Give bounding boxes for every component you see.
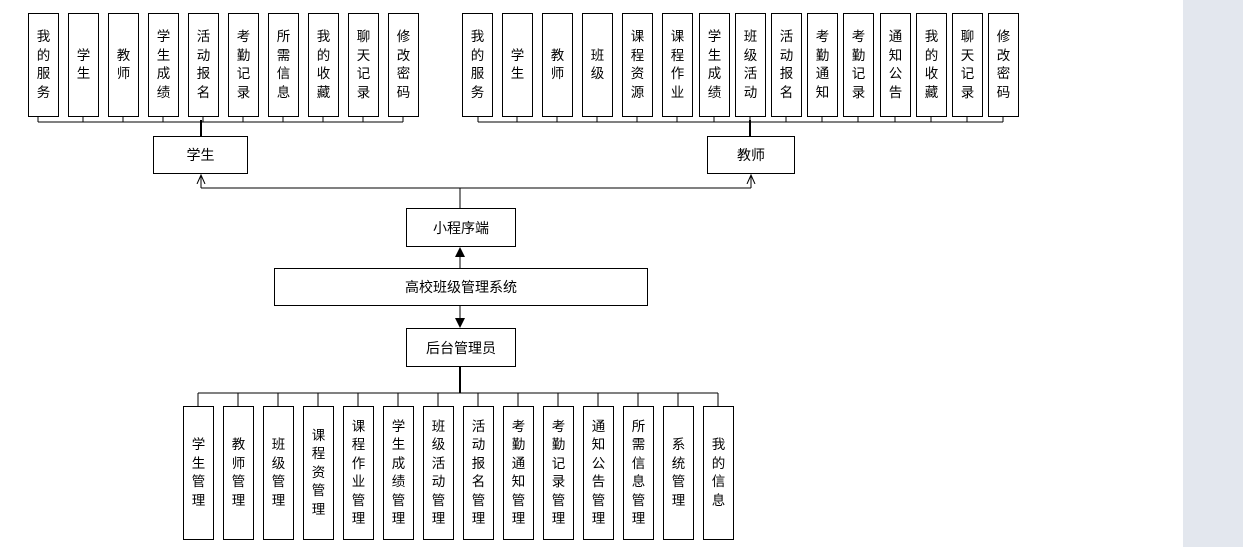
student-func-my-services: 我的服务 (28, 13, 59, 117)
admin-func-activity-signup-mgmt: 活动报名管理 (463, 406, 494, 540)
teacher-func-class: 班级 (582, 13, 613, 117)
right-side-panel (1183, 0, 1243, 547)
admin-func-student-mgmt: 学生管理 (183, 406, 214, 540)
student-func-chat-records: 聊天记录 (348, 13, 379, 117)
teacher-func-attendance-notice: 考勤通知 (807, 13, 838, 117)
teacher-func-course-resources: 课程资源 (622, 13, 653, 117)
student-func-favorites: 我的收藏 (308, 13, 339, 117)
miniprogram-branch-lines (201, 175, 751, 208)
teacher-func-announcements: 通知公告 (880, 13, 911, 117)
admin-func-system-mgmt: 系统管理 (663, 406, 694, 540)
teacher-func-favorites: 我的收藏 (916, 13, 947, 117)
teacher-node: 教师 (707, 136, 795, 174)
teacher-func-change-password: 修改密码 (988, 13, 1019, 117)
teacher-func-my-services: 我的服务 (462, 13, 493, 117)
teacher-func-grades: 学生成绩 (699, 13, 730, 117)
student-func-required-info: 所需信息 (268, 13, 299, 117)
admin-node: 后台管理员 (406, 328, 516, 367)
teacher-func-activity-signup: 活动报名 (771, 13, 802, 117)
admin-func-class-mgmt: 班级管理 (263, 406, 294, 540)
admin-func-attendance-record-mgmt: 考勤记录管理 (543, 406, 574, 540)
admin-func-course-resource-mgmt: 课程资管理 (303, 406, 334, 540)
student-func-change-password: 修改密码 (388, 13, 419, 117)
system-node: 高校班级管理系统 (274, 268, 648, 306)
admin-func-required-info-mgmt: 所需信息管理 (623, 406, 654, 540)
admin-func-homework-mgmt: 课程作业管理 (343, 406, 374, 540)
connector-lines (37, 117, 1004, 406)
admin-func-teacher-mgmt: 教师管理 (223, 406, 254, 540)
student-func-teacher: 教师 (108, 13, 139, 117)
admin-func-attendance-notice-mgmt: 考勤通知管理 (503, 406, 534, 540)
admin-func-grades-mgmt: 学生成绩管理 (383, 406, 414, 540)
teacher-func-attendance-records: 考勤记录 (843, 13, 874, 117)
admin-func-my-info: 我的信息 (703, 406, 734, 540)
student-func-activity-signup: 活动报名 (188, 13, 219, 117)
teacher-func-class-activities: 班级活动 (735, 13, 766, 117)
admin-tree-lines (197, 367, 719, 406)
teacher-func-student: 学生 (502, 13, 533, 117)
student-tree-lines (37, 117, 404, 136)
student-node: 学生 (153, 136, 248, 174)
teacher-func-teacher: 教师 (542, 13, 573, 117)
student-func-grades: 学生成绩 (148, 13, 179, 117)
admin-func-class-activity-mgmt: 班级活动管理 (423, 406, 454, 540)
teacher-func-chat-records: 聊天记录 (952, 13, 983, 117)
miniprogram-node: 小程序端 (406, 208, 516, 247)
student-func-student: 学生 (68, 13, 99, 117)
admin-func-announcement-mgmt: 通知公告管理 (583, 406, 614, 540)
student-func-attendance-records: 考勤记录 (228, 13, 259, 117)
diagram-canvas: 我的服务 学生 教师 学生成绩 活动报名 考勤记录 所需信息 我的收藏 聊天记录… (28, 13, 1019, 540)
teacher-tree-lines (477, 117, 1004, 136)
teacher-func-course-homework: 课程作业 (662, 13, 693, 117)
